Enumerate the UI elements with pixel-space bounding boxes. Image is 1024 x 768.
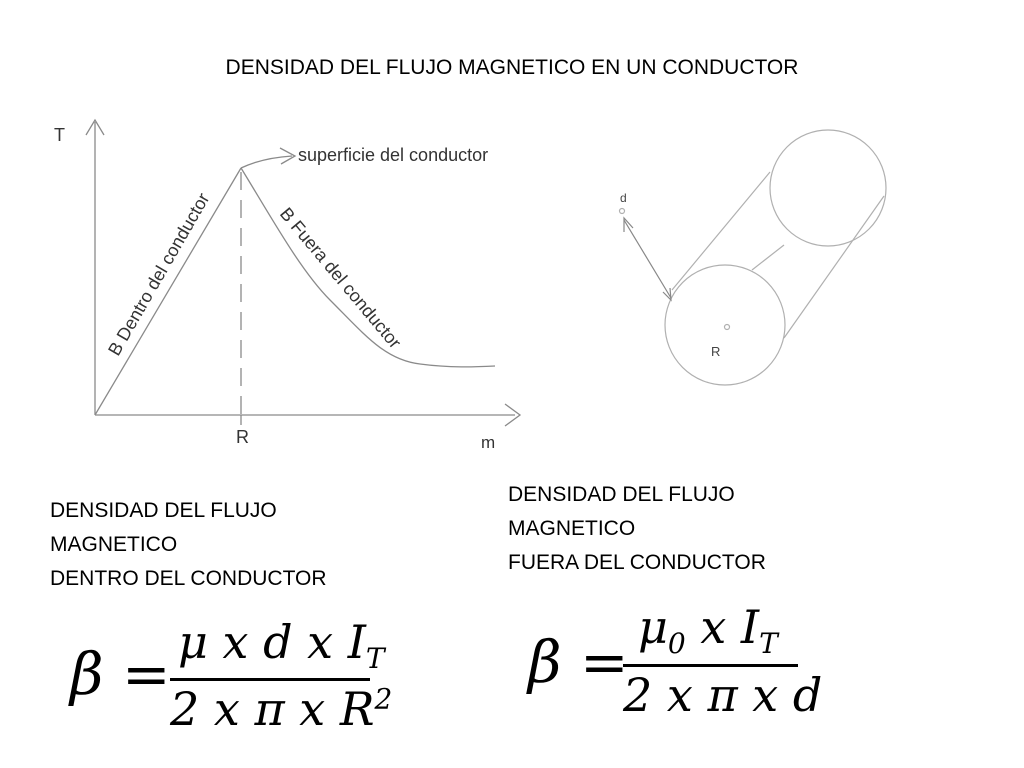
- cylinder-edge-bottom: [783, 195, 885, 339]
- cylinder-front-face: [664, 264, 786, 386]
- surface-arrow-head: [279, 147, 297, 165]
- y-axis-arrow: [85, 118, 105, 136]
- formula-outside-numerator: μ0 x IT: [638, 600, 778, 661]
- formula-outside-bar: [623, 664, 798, 667]
- cylinder-edge-top: [671, 171, 771, 291]
- outside-line-1: DENSIDAD DEL FLUJO: [508, 483, 735, 506]
- cylinder-edge-inner: [751, 244, 785, 271]
- formula-inside-lhs: β =: [70, 640, 171, 708]
- page-title: DENSIDAD DEL FLUJO MAGNETICO EN UN CONDU…: [225, 56, 799, 79]
- outside-curve: [240, 167, 496, 368]
- distance-point: [618, 207, 626, 215]
- surface-label: superficie del conductor: [298, 145, 488, 165]
- formula-outside: β = μ0 x IT 2 x π x d: [528, 598, 822, 728]
- outside-curve-label: B Fuera del conductor: [276, 204, 405, 353]
- inside-curve: [94, 167, 242, 416]
- inside-curve-label: B Dentro del conductor: [104, 190, 213, 359]
- cylinder-diagram: [618, 129, 887, 386]
- y-axis-label: T: [54, 125, 65, 145]
- r-tick-label: R: [236, 427, 249, 447]
- formula-inside-bar: [170, 678, 370, 681]
- inside-line-3: DENTRO DEL CONDUCTOR: [50, 567, 327, 590]
- distance-line: [623, 219, 672, 299]
- inside-line-1: DENSIDAD DEL FLUJO: [50, 499, 277, 522]
- x-axis-arrow: [504, 403, 522, 427]
- formula-outside-denominator: 2 x π x d: [623, 668, 823, 722]
- surface-arrow: [240, 155, 293, 169]
- distance-arrow-head-top: [623, 216, 634, 232]
- graph: [85, 118, 522, 427]
- formula-inside-denominator: 2 x π x R2: [170, 682, 393, 736]
- x-axis-label: m: [481, 433, 495, 452]
- formula-inside-numerator: μ x d x IT: [178, 615, 385, 676]
- distance-arrow-head-bottom: [662, 287, 672, 302]
- distance-label: d: [620, 191, 627, 205]
- cylinder-back-face: [769, 129, 887, 247]
- formula-inside: β = μ x d x IT 2 x π x R2: [70, 610, 393, 740]
- outside-line-3: FUERA DEL CONDUCTOR: [508, 551, 766, 574]
- center-point: [723, 323, 731, 331]
- formula-outside-lhs: β =: [528, 628, 629, 696]
- inside-description: DENSIDAD DEL FLUJO MAGNETICO DENTRO DEL …: [50, 494, 327, 596]
- outside-description: DENSIDAD DEL FLUJO MAGNETICO FUERA DEL C…: [508, 478, 766, 580]
- radius-label: R: [711, 344, 720, 359]
- inside-line-2: MAGNETICO: [50, 533, 178, 556]
- outside-line-2: MAGNETICO: [508, 517, 636, 540]
